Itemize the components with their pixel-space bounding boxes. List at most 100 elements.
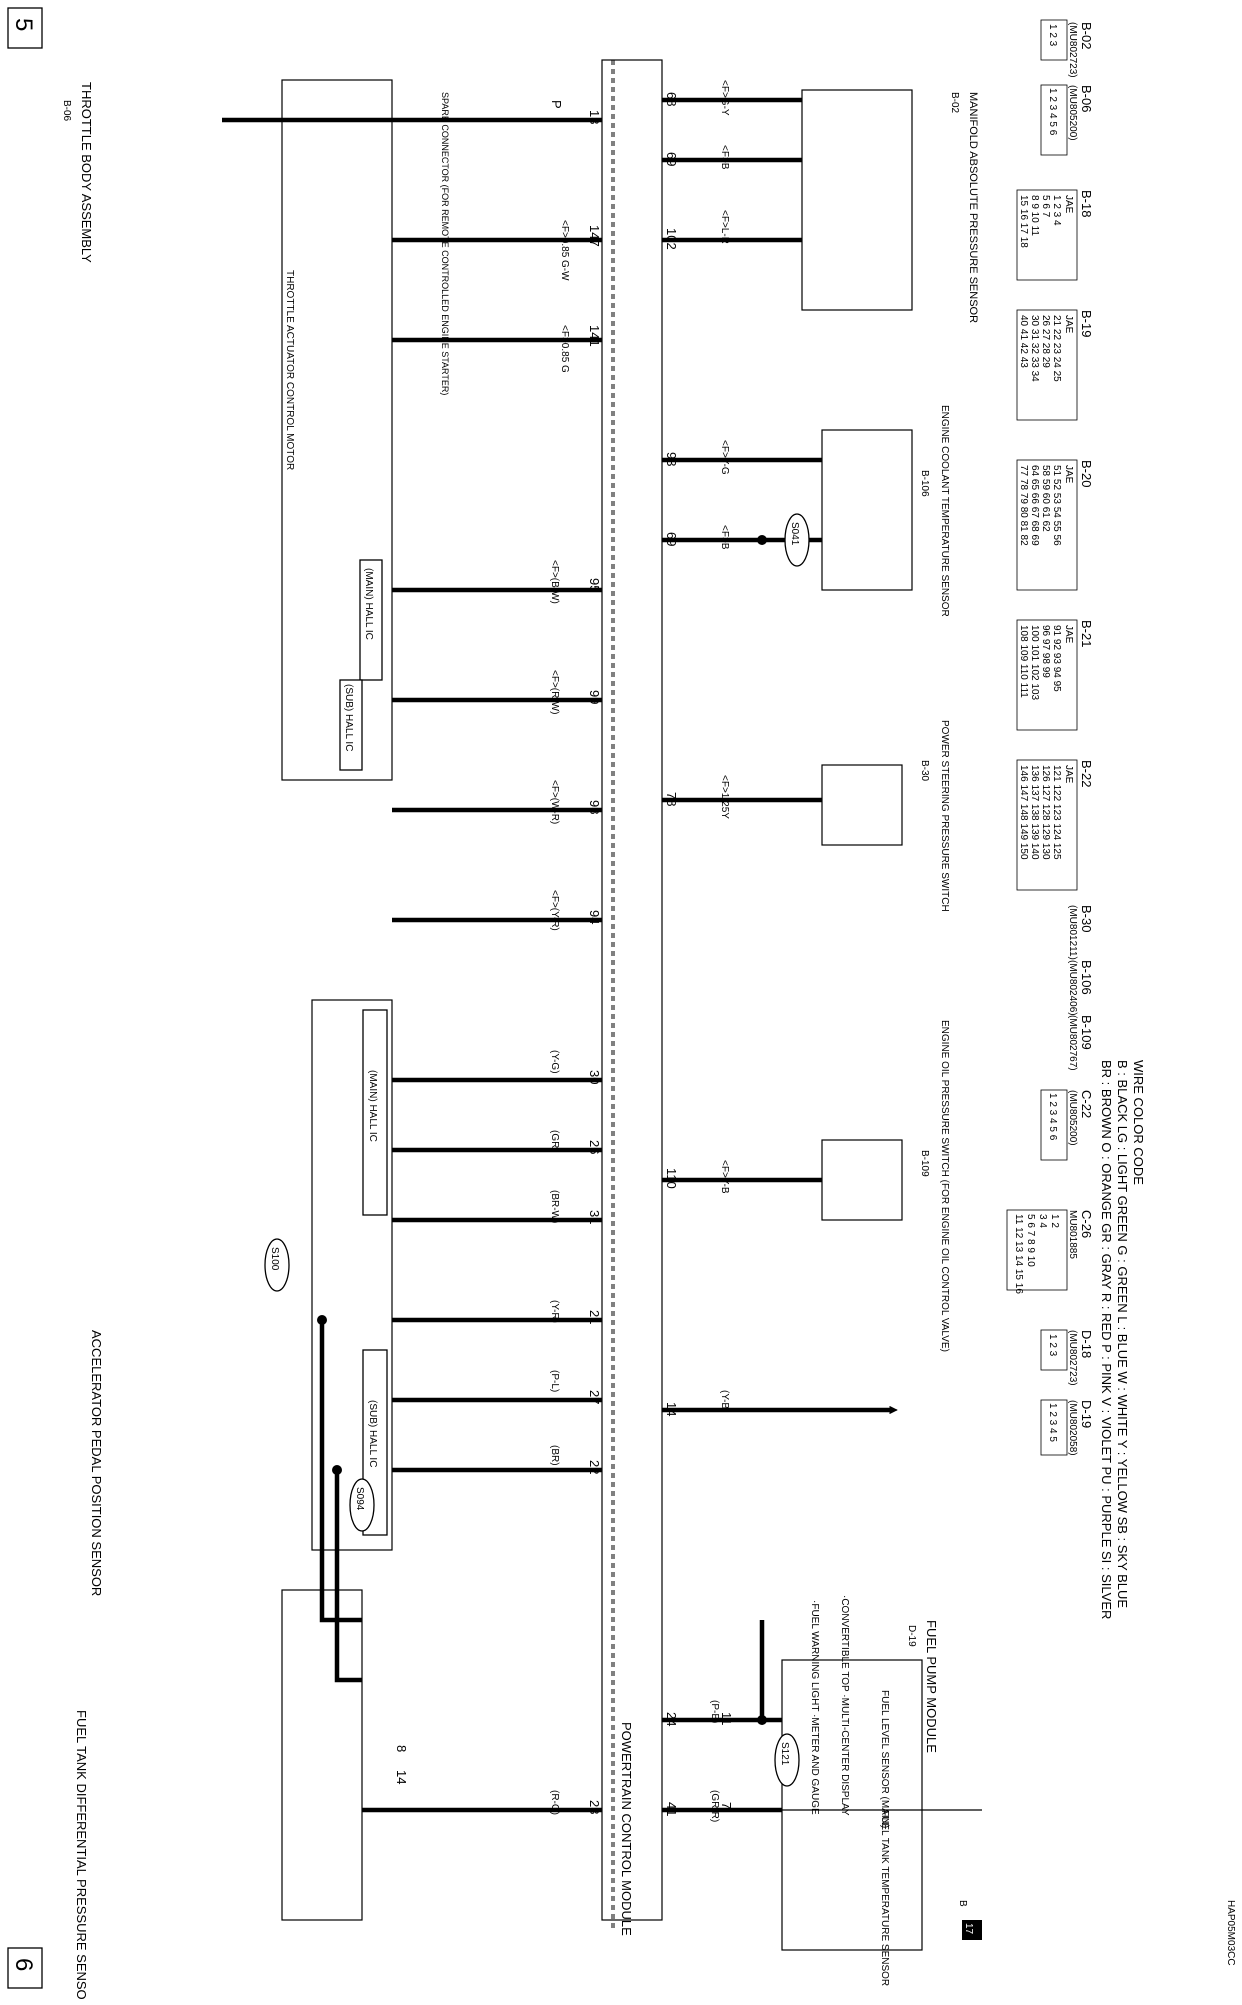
page-number-right: 6 bbox=[10, 1958, 37, 1971]
svg-text:69: 69 bbox=[664, 152, 679, 166]
label-w-fyr: <F>(Y-R) bbox=[549, 890, 560, 931]
conn-label-b22: B-22 bbox=[1079, 760, 1094, 787]
splice-s094-label: S094 bbox=[354, 1487, 365, 1511]
fuel-pump-conn: D-19 bbox=[906, 1625, 917, 1647]
svg-text:5 6 7: 5 6 7 bbox=[1040, 195, 1051, 218]
fuel-tank-sensor-label: FUEL TANK DIFFERENTIAL PRESSURE SENSOR bbox=[74, 1710, 89, 2000]
svg-text:30 31 32 33 34: 30 31 32 33 34 bbox=[1029, 315, 1040, 382]
label-w-frw: <F>(R-W) bbox=[549, 670, 560, 714]
conn-pins-b06: 1 2 3 4 5 6 bbox=[1047, 88, 1058, 136]
conn-label-b06: B-06 bbox=[1079, 85, 1094, 112]
conn-jae-b19: JAE bbox=[1063, 315, 1074, 334]
svg-text:5 6 7 8 9 10: 5 6 7 8 9 10 bbox=[1025, 1214, 1036, 1267]
svg-text:40 41 42 43: 40 41 42 43 bbox=[1018, 315, 1029, 368]
fuel-tank-sensor-box bbox=[281, 1589, 363, 1921]
bottom-pin-numbers: 68 69 102 93 69 78 110 14 24 41 11 7 bbox=[664, 92, 734, 1816]
splice-s041-label: S041 bbox=[789, 522, 800, 546]
label-w-p: P bbox=[549, 100, 564, 109]
svg-text:146 147 148 149 150: 146 147 148 149 150 bbox=[1018, 765, 1029, 860]
ps-switch-box bbox=[821, 764, 903, 846]
svg-text:8: 8 bbox=[394, 1745, 409, 1752]
coolant-sensor-conn: B-106 bbox=[919, 470, 930, 497]
svg-text:21: 21 bbox=[587, 1310, 602, 1324]
conn-jae-b20: JAE bbox=[1063, 465, 1074, 484]
svg-text:3 4: 3 4 bbox=[1037, 1214, 1048, 1228]
svg-text:95: 95 bbox=[587, 578, 602, 592]
conn-pins-c22: 1 2 3 4 5 6 bbox=[1047, 1093, 1058, 1141]
conn-pins-d19: 1 2 3 4 5 bbox=[1047, 1403, 1058, 1442]
label-w-b: B bbox=[957, 1900, 968, 1907]
oil-switch-label: ENGINE OIL PRESSURE SWITCH (FOR ENGINE O… bbox=[939, 1020, 950, 1352]
app-hall-main-label: (MAIN) HALL IC bbox=[367, 1070, 378, 1142]
oil-switch-box bbox=[821, 1139, 903, 1221]
svg-text:14: 14 bbox=[664, 1402, 679, 1416]
label-w-f085gw: <F>0.85 G-W bbox=[559, 220, 570, 281]
svg-text:102: 102 bbox=[664, 228, 679, 250]
legend-title: WIRE COLOR CODE bbox=[1131, 1060, 1146, 1185]
conn-pn-b109: (MU802767) bbox=[1067, 1015, 1078, 1071]
svg-text:11: 11 bbox=[719, 1712, 734, 1726]
svg-text:8 9 10 11: 8 9 10 11 bbox=[1029, 195, 1040, 236]
svg-text:22: 22 bbox=[587, 1460, 602, 1474]
label-w-brw: (BR-W) bbox=[549, 1190, 560, 1223]
label-w-yb: (Y-B) bbox=[719, 1390, 730, 1412]
page-number-right-box bbox=[7, 1947, 43, 1989]
app-sensor-label: ACCELERATOR PEDAL POSITION SENSOR bbox=[89, 1330, 104, 1596]
svg-text:31: 31 bbox=[587, 1210, 602, 1224]
label-w-flr: <F>L-R bbox=[719, 210, 730, 244]
conn-label-b30: B-30 bbox=[1079, 905, 1094, 932]
conn-jae-b22: JAE bbox=[1063, 765, 1074, 784]
label-w-fbw: <F>(B-W) bbox=[549, 560, 560, 604]
conn-label-b20: B-20 bbox=[1079, 460, 1094, 487]
svg-text:1 2: 1 2 bbox=[1049, 1214, 1060, 1228]
svg-text:41: 41 bbox=[664, 1802, 679, 1816]
app-hall-main bbox=[362, 1009, 388, 1216]
label-w-yg: (Y-G) bbox=[549, 1050, 560, 1074]
svg-text:27: 27 bbox=[587, 1390, 602, 1404]
conn-label-b18: B-18 bbox=[1079, 190, 1094, 217]
label-w-pl: (P-L) bbox=[549, 1370, 560, 1392]
svg-text:141: 141 bbox=[587, 325, 602, 347]
label-w-fb: <F>B bbox=[719, 145, 730, 170]
label-w-grr: (GR-R) bbox=[709, 1790, 720, 1822]
svg-text:64 65 66 67 68 69: 64 65 66 67 68 69 bbox=[1029, 465, 1040, 546]
svg-text:24: 24 bbox=[664, 1712, 679, 1726]
svg-text:94: 94 bbox=[587, 910, 602, 924]
map-sensor-box bbox=[801, 89, 913, 311]
pcm-module-box bbox=[601, 59, 663, 1921]
coolant-sensor-label: ENGINE COOLANT TEMPERATURE SENSOR bbox=[939, 405, 950, 617]
bottom-wires bbox=[662, 97, 982, 1813]
label-w-f085g: <F>0.85 G bbox=[559, 325, 570, 373]
top-wires: SPARE CONNECTOR (FOR REMOTE CONTROLLED E… bbox=[222, 92, 602, 1813]
coolant-sensor-box bbox=[821, 429, 913, 591]
svg-text:91 92 93 94 95: 91 92 93 94 95 bbox=[1051, 625, 1062, 692]
svg-text:21 22 23 24 25: 21 22 23 24 25 bbox=[1051, 315, 1062, 382]
svg-text:78: 78 bbox=[664, 792, 679, 806]
conn-label-d18: D-18 bbox=[1079, 1330, 1094, 1358]
app-sensor-box bbox=[311, 999, 393, 1551]
conn-label-b19: B-19 bbox=[1079, 310, 1094, 337]
app-hall-sub-label: (SUB) HALL IC bbox=[367, 1400, 378, 1467]
hall-main-box bbox=[359, 559, 383, 681]
label-w-gr: (GR) bbox=[549, 1130, 560, 1152]
conn-pins-d18: 1 2 3 bbox=[1047, 1334, 1058, 1357]
conn-pn-d19: (MU802058) bbox=[1067, 1400, 1078, 1456]
conn-jae-b18: JAE bbox=[1063, 195, 1074, 214]
svg-text:108 109 110 111: 108 109 110 111 bbox=[1018, 625, 1029, 698]
svg-text:1 2 3 4: 1 2 3 4 bbox=[1051, 195, 1062, 226]
splice-s100 bbox=[264, 1238, 290, 1292]
ps-switch-label: POWER STEERING PRESSURE SWITCH bbox=[939, 720, 950, 912]
svg-text:26: 26 bbox=[587, 1140, 602, 1154]
svg-text:14: 14 bbox=[394, 1770, 409, 1784]
svg-text:99: 99 bbox=[587, 690, 602, 704]
oil-switch-conn: B-109 bbox=[919, 1150, 930, 1177]
wire-s094-branch bbox=[334, 1470, 362, 1683]
svg-text:69: 69 bbox=[664, 532, 679, 546]
splice-s100-label: S100 bbox=[269, 1247, 280, 1271]
fuel-temp-label: FUEL TANK TEMPERATURE SENSOR bbox=[879, 1810, 890, 1986]
throttle-body-conn: B-06 bbox=[61, 100, 72, 122]
label-w-rg: (R-G) bbox=[549, 1790, 560, 1815]
svg-text:147: 147 bbox=[587, 225, 602, 247]
conn-label-c22: C-22 bbox=[1079, 1090, 1094, 1118]
